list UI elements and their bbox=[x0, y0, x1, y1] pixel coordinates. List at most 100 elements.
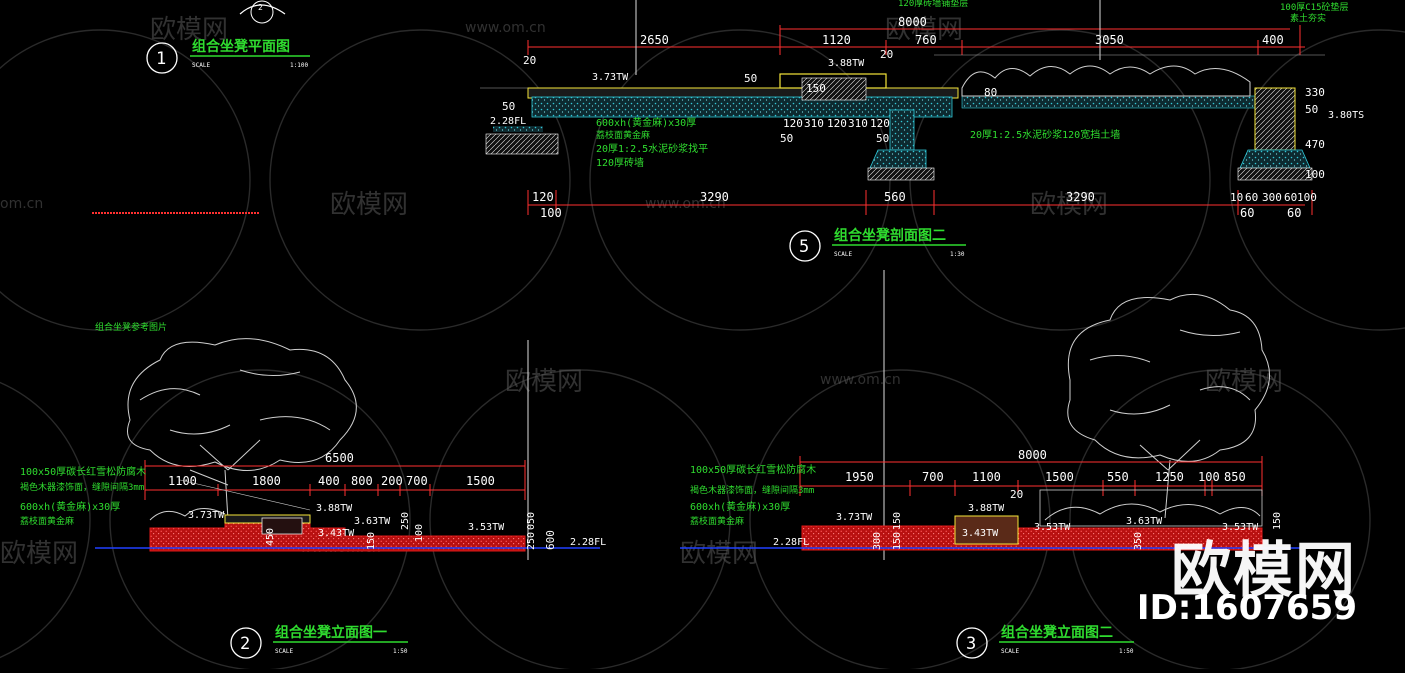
plan-view-number: 1 bbox=[156, 49, 166, 69]
section-dim-misc: 50 bbox=[744, 72, 757, 85]
section-dim-misc: 20 bbox=[523, 54, 536, 67]
section-dim-bottom: 300 bbox=[1262, 191, 1282, 204]
section-dim-mid: 310 bbox=[804, 117, 824, 130]
elev2-dim: 550 bbox=[1107, 470, 1129, 484]
section-dim-overall: 8000 bbox=[898, 15, 927, 29]
section-dim-top: 400 bbox=[1262, 33, 1284, 47]
elev1-dim: 400 bbox=[318, 474, 340, 488]
section-dim-right: 470 bbox=[1305, 138, 1325, 151]
section-dim-right: 330 bbox=[1305, 86, 1325, 99]
watermark-site-text: om.cn bbox=[0, 196, 43, 212]
elev1-note: 100x50厚碳长红雪松防腐木 bbox=[20, 465, 146, 478]
watermark-brand-text: 欧模网 bbox=[0, 539, 78, 569]
elev2-dim-overall: 8000 bbox=[1018, 448, 1047, 462]
elev1-dim-vertical: 250 bbox=[400, 512, 411, 530]
elev2-level: 3.53TW bbox=[1034, 522, 1071, 533]
elev1-scale-label: SCALE bbox=[275, 648, 293, 655]
elev2-scale-label: SCALE bbox=[1001, 648, 1019, 655]
watermark-id: ID:1607659 bbox=[1136, 588, 1357, 628]
tree-icon bbox=[1067, 293, 1271, 519]
view-number-circle bbox=[146, 42, 178, 74]
elev1-dim-vertical: 050 bbox=[526, 512, 537, 530]
plan-view-title-block: 1 组合坐凳平面图 SCALE 1:100 2 bbox=[92, 0, 310, 214]
elev1-dim-vertical: 450 bbox=[265, 528, 276, 546]
watermark-brand-text: 欧模网 bbox=[680, 539, 758, 569]
watermark-brand-text: 欧模网 bbox=[150, 15, 228, 45]
section-note: 素土夯实 bbox=[1290, 12, 1326, 24]
elev1-note: 荔枝面黄金麻 bbox=[20, 515, 74, 527]
elev1-view-number: 2 bbox=[240, 634, 250, 654]
watermark-site-text: www.om.cn bbox=[465, 20, 546, 36]
section-note: 600xh(黄金麻)x30厚 bbox=[596, 116, 696, 129]
elev1-view-title: 组合坐凳立面图一 bbox=[275, 624, 387, 641]
section-dim-top: 760 bbox=[915, 33, 937, 47]
section-dim-bottom: 100 bbox=[540, 206, 562, 220]
section-dim-misc: 20 bbox=[880, 48, 893, 61]
elev2-level: 3.43TW bbox=[962, 528, 999, 539]
elev1-dim: 1500 bbox=[466, 474, 495, 488]
watermark-site-text: www.om.cn bbox=[820, 372, 901, 388]
section-scale-value: 1:30 bbox=[950, 251, 965, 258]
section-dim-bottom: 100 bbox=[1297, 191, 1317, 204]
elev2-level: 3.73TW bbox=[836, 512, 873, 523]
elev2-note: 褐色木器漆饰面，缝隙间隔3mm bbox=[690, 484, 814, 496]
elev2-dim-vertical: 150 bbox=[1272, 512, 1283, 530]
section-dim-top: 1120 bbox=[822, 33, 851, 47]
elev2-dim: 1950 bbox=[845, 470, 874, 484]
watermark-brand-text: 欧模网 bbox=[885, 15, 963, 45]
elev2-note: 荔枝面黄金麻 bbox=[690, 515, 744, 527]
elev2-dim: 850 bbox=[1224, 470, 1246, 484]
elev1-dim-vertical: 600 bbox=[544, 530, 557, 550]
elev2-dim: 1500 bbox=[1045, 470, 1074, 484]
elev2-dim: 1250 bbox=[1155, 470, 1184, 484]
elev1-dim: 800 bbox=[351, 474, 373, 488]
section-note: 120厚砖墙 bbox=[596, 156, 644, 169]
elev1-dim: 1100 bbox=[168, 474, 197, 488]
section-dim-mid: 120 bbox=[783, 117, 803, 130]
section-dim-misc: 50 bbox=[876, 132, 889, 145]
north-arrow-icon bbox=[239, 4, 286, 15]
section-dim-bottom: 60 bbox=[1284, 191, 1297, 204]
elevation-two-view: 8000 1950 700 1100 1500 550 1250 100 850… bbox=[680, 270, 1300, 659]
section-dim-bottom: 120 bbox=[532, 190, 554, 204]
section-dim-right: 100 bbox=[1305, 168, 1325, 181]
elev2-dim-misc: 20 bbox=[1010, 488, 1023, 501]
view-number-circle bbox=[230, 627, 262, 659]
elev2-level: 3.63TW bbox=[1126, 516, 1163, 527]
elevation-one-view: 组合坐凳参考图片 6500 1100 1800 400 800 200 700 … bbox=[20, 321, 606, 659]
elev2-dim-vertical: 150 bbox=[892, 512, 903, 530]
section-dim-misc: 50 bbox=[502, 100, 515, 113]
watermark-text-layer: 欧模网 欧模网 欧模网 欧模网 欧模网 欧模网 欧模网 欧模网 www.om.c… bbox=[0, 15, 1283, 569]
section-view-number: 5 bbox=[799, 237, 809, 257]
elev2-scale-value: 1:50 bbox=[1119, 648, 1134, 655]
section-note: 120厚砖墙铺垫层 bbox=[898, 0, 968, 9]
elev1-note: 600xh(黄金麻)x30厚 bbox=[20, 500, 120, 513]
elev1-scale-value: 1:50 bbox=[393, 648, 408, 655]
section-dim-bottom: 3290 bbox=[1066, 190, 1095, 204]
elev2-dim-vertical: 150 bbox=[892, 532, 903, 550]
elev2-level: 3.53TW bbox=[1222, 522, 1259, 533]
section-dim-bottom: 60 bbox=[1245, 191, 1258, 204]
elev2-dim-vertical: 350 bbox=[1133, 532, 1144, 550]
elev2-dim-vertical: 300 bbox=[872, 532, 883, 550]
elev1-dim-vertical: 150 bbox=[366, 532, 377, 550]
section-note: 20厚1:2.5水泥砂浆找平 bbox=[596, 142, 708, 155]
elev1-note: 褐色木器漆饰面，缝隙间隔3mm bbox=[20, 481, 144, 493]
elev1-level: 3.63TW bbox=[354, 516, 391, 527]
section-dim-bottom: 10 bbox=[1230, 191, 1243, 204]
section-note: 100厚C15砼垫层 bbox=[1280, 1, 1349, 13]
section-dim-bottom: 3290 bbox=[700, 190, 729, 204]
section-view-title: 组合坐凳剖面图二 bbox=[834, 227, 946, 244]
section-dim-mid: 120 bbox=[870, 117, 890, 130]
section-dim-misc: 50 bbox=[780, 132, 793, 145]
section-dim-bottom: 60 bbox=[1240, 206, 1254, 220]
elev1-level: 3.43TW bbox=[318, 528, 355, 539]
section-dim-misc: 150 bbox=[806, 82, 826, 95]
elev1-level: 3.73TW bbox=[188, 510, 225, 521]
section-note: 20厚1:2.5水泥砂浆120宽挡土墙 bbox=[970, 128, 1120, 141]
watermark-brand-text: 欧模网 bbox=[505, 367, 583, 397]
elev1-level: 2.28FL bbox=[570, 537, 606, 548]
view-number-circle bbox=[956, 627, 988, 659]
